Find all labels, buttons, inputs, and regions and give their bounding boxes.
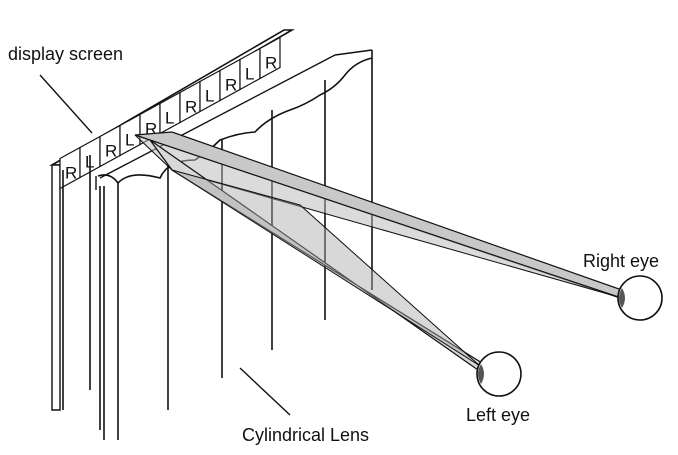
- pixel-strip-label: L: [245, 65, 254, 84]
- pixel-strip-label: L: [125, 131, 134, 150]
- lens-back-edge: [95, 49, 373, 190]
- left-eyeball: [476, 351, 522, 397]
- pixel-strip-labels: RLRLRLRLRLR: [59, 36, 281, 190]
- display-screen-front-face: [51, 164, 61, 411]
- left-eye: [476, 351, 522, 397]
- right-eyeball: [617, 275, 663, 321]
- pixel-strip-label: R: [105, 142, 117, 161]
- pixel-strip-label: L: [205, 87, 214, 106]
- light-beams: [134, 131, 623, 371]
- cylindrical-lens-leader: [239, 367, 291, 416]
- display-screen-label: display screen: [8, 44, 123, 64]
- left-pupil: [478, 364, 484, 384]
- lens-top-scallops: [97, 57, 373, 185]
- left-eye-label: Left eye: [466, 405, 530, 425]
- beam-to-right-eye-lower: [134, 134, 623, 299]
- right-eye-label: Right eye: [583, 251, 659, 271]
- pixel-strip-label: L: [165, 109, 174, 128]
- display-screen-leader: [39, 74, 93, 134]
- beam-to-left-eye-lower: [171, 169, 481, 367]
- pixel-strip-label: R: [225, 76, 237, 95]
- pixel-strip-label: R: [185, 98, 197, 117]
- right-pupil: [619, 288, 625, 308]
- cylindrical-lens-label: Cylindrical Lens: [242, 425, 369, 445]
- right-eye: [617, 275, 663, 321]
- pixel-strip: [259, 36, 281, 80]
- cylindrical-lens-array: [62, 49, 373, 440]
- pixel-strip-label: R: [65, 164, 77, 183]
- display-screen: RLRLRLRLRLR: [49, 29, 295, 411]
- pixel-strip-label: R: [265, 54, 277, 73]
